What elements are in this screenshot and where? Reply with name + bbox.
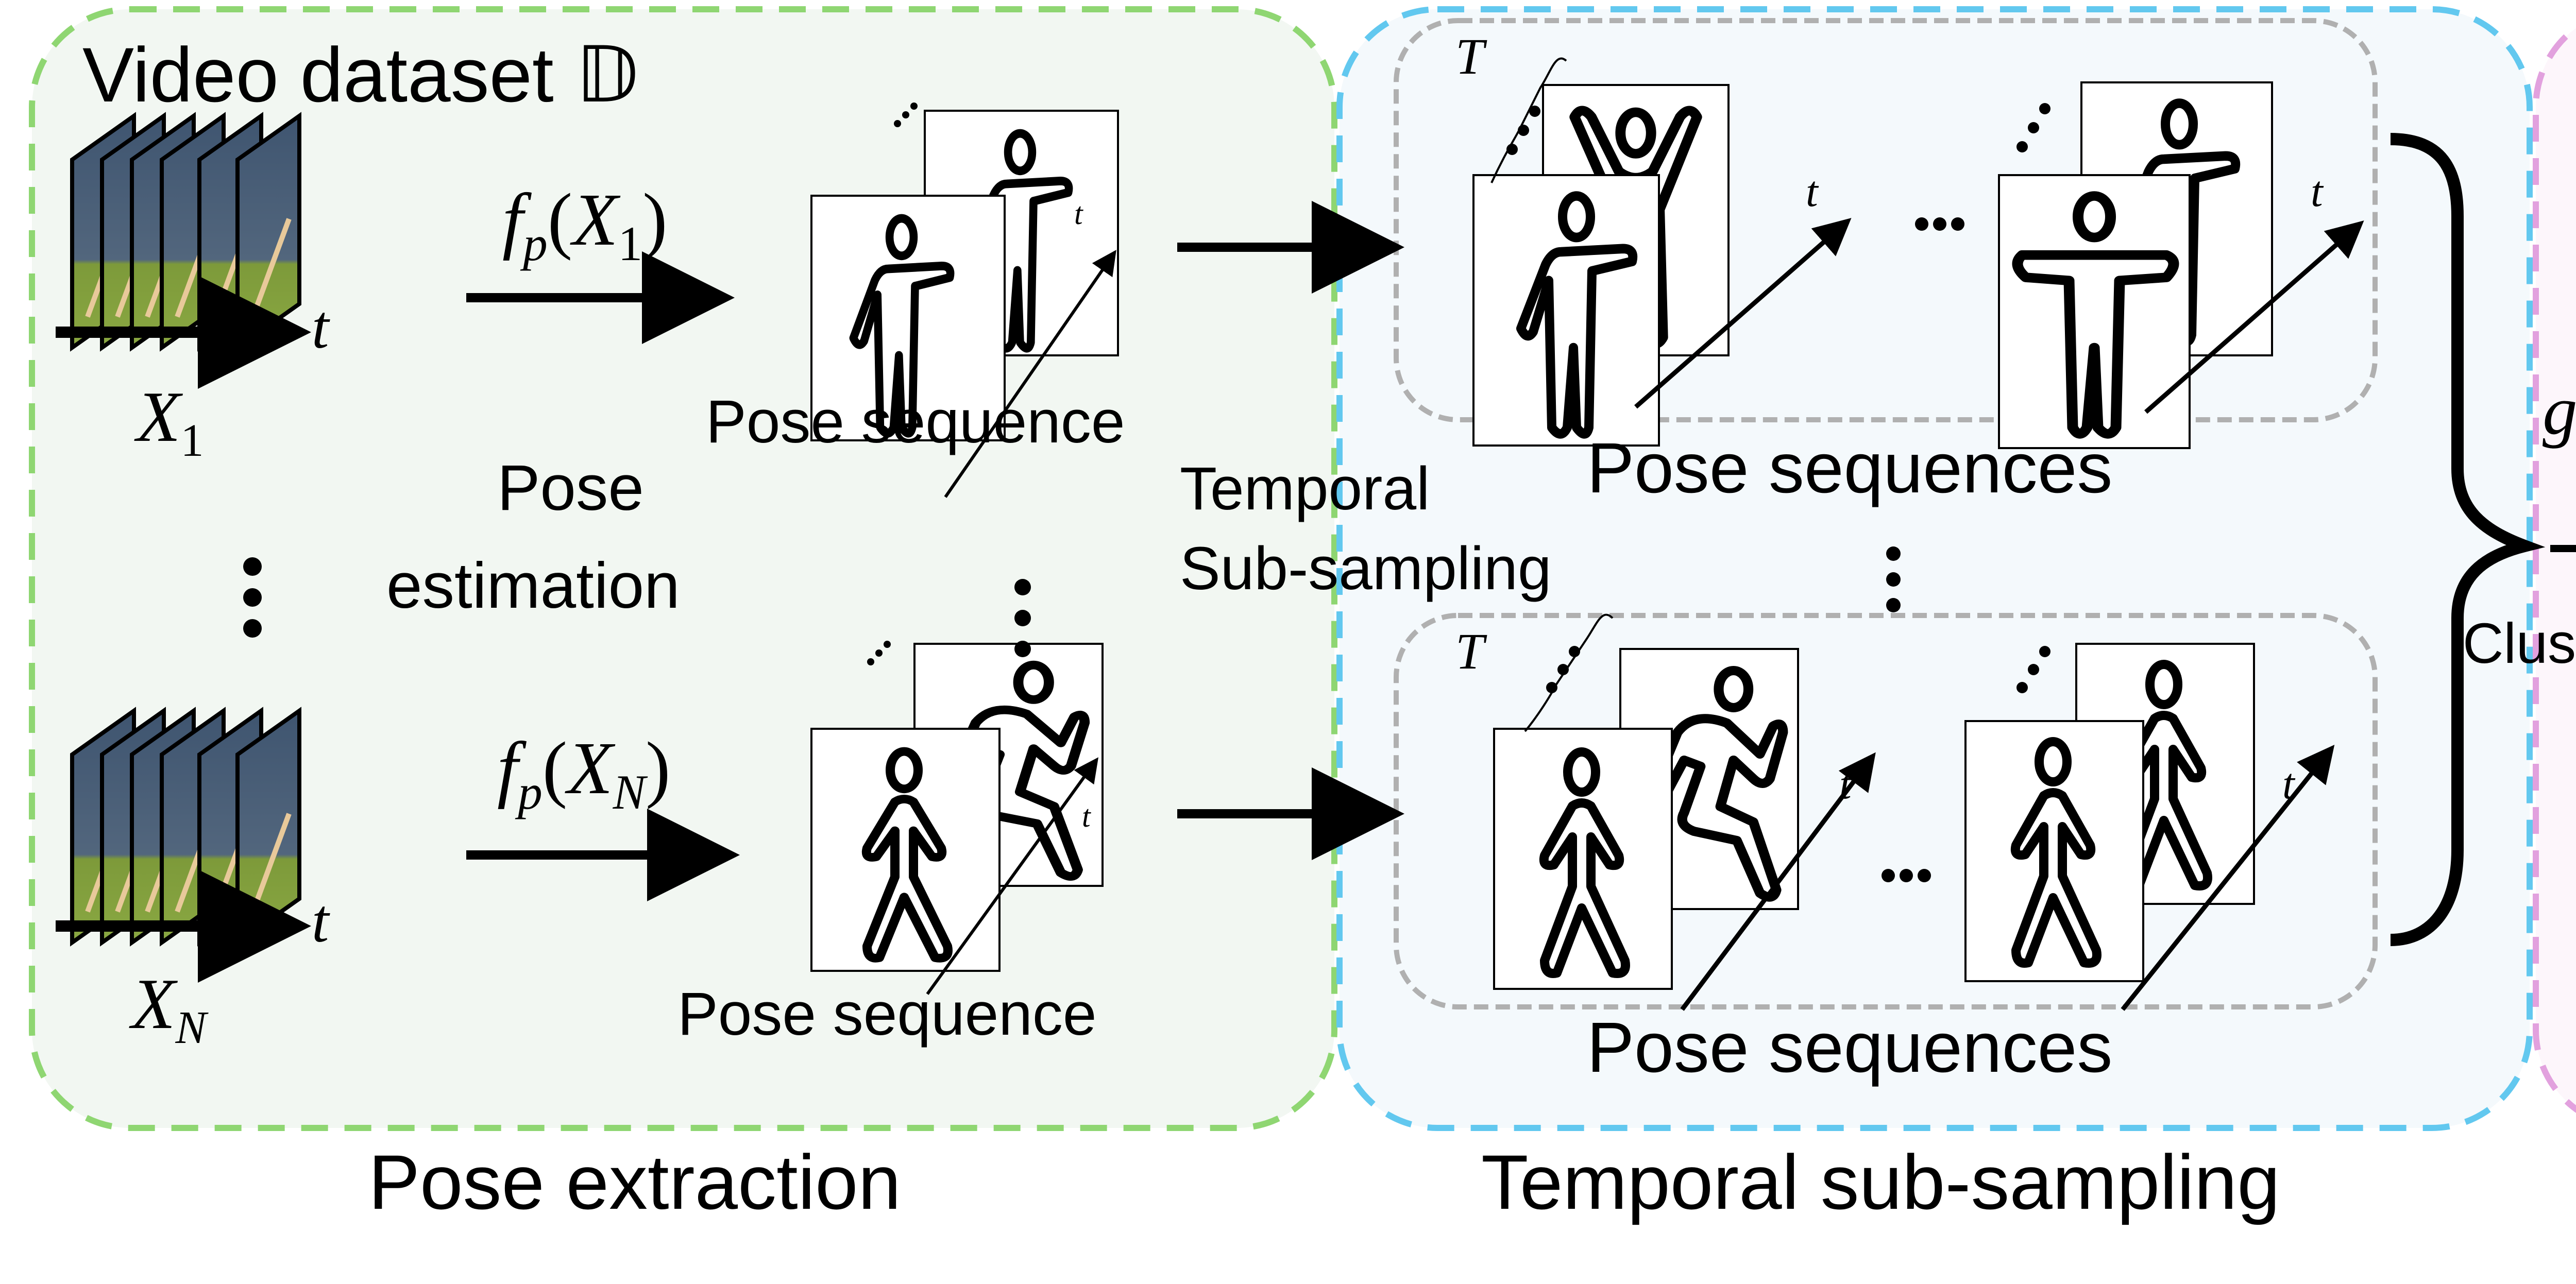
temporal-subsampling-label-line1: Temporal — [1180, 455, 1430, 523]
grouping-brace — [2390, 133, 2546, 946]
func-sub: p — [518, 765, 543, 819]
func-arg: X — [567, 727, 613, 810]
caption-pose-extraction: Pose extraction — [368, 1139, 901, 1225]
time-axis-label-xn: t — [312, 886, 329, 955]
pose-function-xn: fp(XN) — [497, 727, 671, 819]
func-arg-sub: N — [613, 765, 646, 819]
seq-axis-t-x1: t — [1074, 197, 1083, 231]
func-sub: p — [523, 216, 548, 271]
video-frame — [235, 707, 301, 947]
seq-axis-t-top-2: t — [2311, 167, 2323, 216]
window-label-bottom: T — [1455, 623, 1484, 680]
pose-sequences-label-top: Pose sequences — [1587, 429, 2113, 508]
seq-axis-t-bottom-1: t — [1839, 760, 1852, 808]
pose-sequence-label-xn: Pose sequence — [677, 980, 1097, 1048]
seq-axis-t-top-1: t — [1806, 167, 1818, 216]
pose-sequence-label-x1: Pose sequence — [706, 388, 1125, 456]
vdots-pose-sequence — [1014, 579, 1031, 657]
clustering-function-label: g(·) — [2543, 372, 2576, 449]
video-label-x1-base: X — [137, 377, 181, 457]
pose-concept-discovery-panel — [2533, 24, 2576, 1113]
clustering-label: Clustering — [2463, 612, 2576, 675]
hdots-top — [1915, 217, 1964, 231]
subsampled-sequence-top-2 — [1998, 81, 2364, 449]
subsampled-sequence-bottom-2 — [1964, 643, 2335, 1011]
pose-estimation-label-line2: estimation — [386, 550, 680, 622]
seq-axis-t-xn: t — [1082, 799, 1091, 833]
pose-function-x1: fp(X1) — [502, 179, 668, 271]
subsampled-sequence-top-1 — [1472, 57, 1852, 447]
video-label-xn-sub: N — [175, 1002, 207, 1053]
temporal-subsampling-label-line2: Sub-sampling — [1180, 535, 1552, 603]
window-label-top: T — [1455, 28, 1484, 85]
func-name: f — [497, 727, 518, 810]
pose-sequence-x1 — [810, 102, 1119, 498]
pose-estimation-label-line1: Pose — [497, 452, 644, 524]
hdots-bottom — [1882, 869, 1931, 882]
video-stack-xn — [70, 707, 301, 947]
time-axis-label-x1: t — [312, 293, 329, 361]
pose-sequences-label-bottom: Pose sequences — [1587, 1008, 2113, 1087]
caption-temporal-subsampling: Temporal sub-sampling — [1481, 1139, 2280, 1225]
vdots-sequences — [1886, 546, 1901, 612]
video-label-xn: XN — [131, 968, 207, 1051]
video-label-xn-base: X — [131, 964, 176, 1044]
video-dataset-title: Video dataset 𝔻 — [82, 31, 639, 118]
video-frame — [235, 112, 301, 352]
func-arg-sub: 1 — [618, 216, 643, 271]
pose-sequence-xn — [810, 641, 1104, 995]
subsampled-sequence-bottom-1 — [1493, 613, 1876, 1011]
func-arg: X — [572, 179, 618, 261]
seq-axis-t-bottom-2: t — [2282, 760, 2295, 808]
func-name: f — [502, 179, 523, 261]
video-label-x1-sub: 1 — [180, 415, 204, 466]
video-label-x1: X1 — [137, 381, 204, 464]
video-stack-x1 — [70, 112, 301, 352]
vdots-videos — [243, 557, 262, 638]
